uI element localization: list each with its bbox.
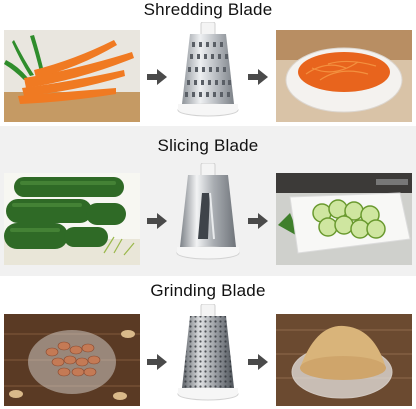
grinding-blade-title: Grinding Blade xyxy=(150,281,266,300)
sliced-cucumbers-plate xyxy=(276,173,412,265)
slicing-drum-blade xyxy=(168,162,248,263)
carrots-photo xyxy=(4,30,140,122)
cucumbers-photo xyxy=(4,173,140,265)
shredded-carrots-bowl xyxy=(276,30,412,122)
slicing-blade-title: Slicing Blade xyxy=(157,136,259,155)
shredding-blade-title: Shredding Blade xyxy=(143,0,273,19)
arrow-right-icon xyxy=(147,354,167,370)
ground-powder-bowl xyxy=(276,314,412,406)
arrow-right-icon xyxy=(248,354,268,370)
arrow-right-icon xyxy=(147,213,167,229)
arrow-right-icon xyxy=(248,69,268,85)
grinding-drum-blade xyxy=(168,303,248,404)
shredding-drum-blade xyxy=(168,21,248,122)
arrow-right-icon xyxy=(147,69,167,85)
peanuts-bowl-photo xyxy=(4,314,140,406)
arrow-right-icon xyxy=(248,213,268,229)
